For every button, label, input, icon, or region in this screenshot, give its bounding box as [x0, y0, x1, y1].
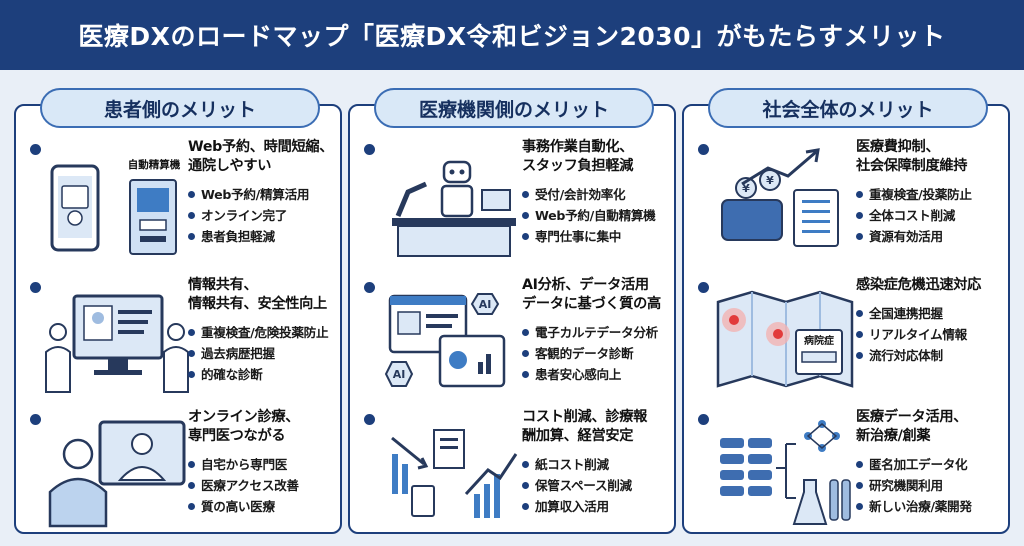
benefit-item: 医療データ活用、 新治療/創薬 匿名加工データ化 研究機関利用 新しい治療/薬開…	[684, 408, 1008, 536]
benefit-item: 情報共有、 情報共有、安全性向上 重複検査/危険投薬防止 過去病歴把握 的確な診…	[16, 276, 340, 404]
infection-map-icon: 病院症	[716, 290, 854, 388]
data-molecule-icon	[720, 420, 851, 525]
benefit-item: コスト削減、診療報 酬加算、経営安定 紙コスト削減 保管スペース削減 加算収入活…	[350, 408, 674, 536]
kiosk-label: 自動精算機	[128, 158, 181, 171]
bullet-dot	[698, 414, 709, 425]
bullet-dot	[30, 144, 41, 155]
doctors-monitor-icon	[45, 294, 189, 393]
bullet-dot	[698, 144, 709, 155]
bullet-dot	[364, 282, 375, 293]
cost-down-icon	[391, 429, 518, 518]
bullet-dot	[698, 282, 709, 293]
panel-institution: 医療機関側のメリット 事務作業自動化、 スタッフ負担軽減 受付/会計効率化 We…	[348, 88, 676, 536]
bullet-dot	[364, 414, 375, 425]
phone-kiosk-icon: 自動精算機	[50, 158, 181, 255]
bullet-dot	[30, 282, 41, 293]
benefit-item: 病院症 感染症危機迅速対応 全国連携把握 リアルタイム情報 流行対応体制	[684, 276, 1008, 404]
svg-text:AI: AI	[393, 368, 406, 381]
benefit-item: ¥ ¥ 医療費抑制、 社会保障制度維持 重複検査/投薬防止 全体コスト削減 資源…	[684, 138, 1008, 266]
panel-header: 医療機関側のメリット	[374, 88, 654, 128]
benefit-item: AI AI AI分析、データ活用 データに基づく質の高 電子カルテデータ分析 客…	[350, 276, 674, 404]
benefit-item: 自動精算機 Web予約、時間短縮、 通院しやすい Web予約/精算活用 オンライ…	[16, 138, 340, 266]
panel-header: 患者側のメリット	[40, 88, 320, 128]
svg-text:病院症: 病院症	[804, 334, 834, 347]
page-title: 医療DXのロードマップ「医療DX令和ビジョン2030」がもたらすメリット	[78, 22, 946, 51]
bullet-dot	[30, 414, 41, 425]
ai-analysis-icon: AI AI	[384, 293, 506, 388]
panel-patient: 患者側のメリット 自動精算機 Web予約、時間短縮、 通院しやすい Web予約/…	[14, 88, 342, 536]
benefit-item: オンライン診療、 専門医つながる 自宅から専門医 医療アクセス改善 質の高い医療	[16, 408, 340, 536]
telemedicine-icon	[48, 420, 186, 528]
panel-header: 社会全体のメリット	[708, 88, 988, 128]
benefit-item: 事務作業自動化、 スタッフ負担軽減 受付/会計効率化 Web予約/自動精算機 専…	[350, 138, 674, 266]
svg-text:¥: ¥	[766, 174, 774, 187]
svg-text:AI: AI	[479, 298, 492, 311]
wallet-growth-icon: ¥ ¥	[721, 148, 839, 247]
bullet-dot	[364, 144, 375, 155]
title-banner: 医療DXのロードマップ「医療DX令和ビジョン2030」がもたらすメリット	[0, 0, 1024, 70]
svg-text:¥: ¥	[742, 182, 750, 195]
robot-desk-icon	[392, 160, 516, 257]
panel-society: 社会全体のメリット ¥ ¥ 医療費抑制、 社会保障制度維持 重複検査/投薬防止 …	[682, 88, 1010, 536]
